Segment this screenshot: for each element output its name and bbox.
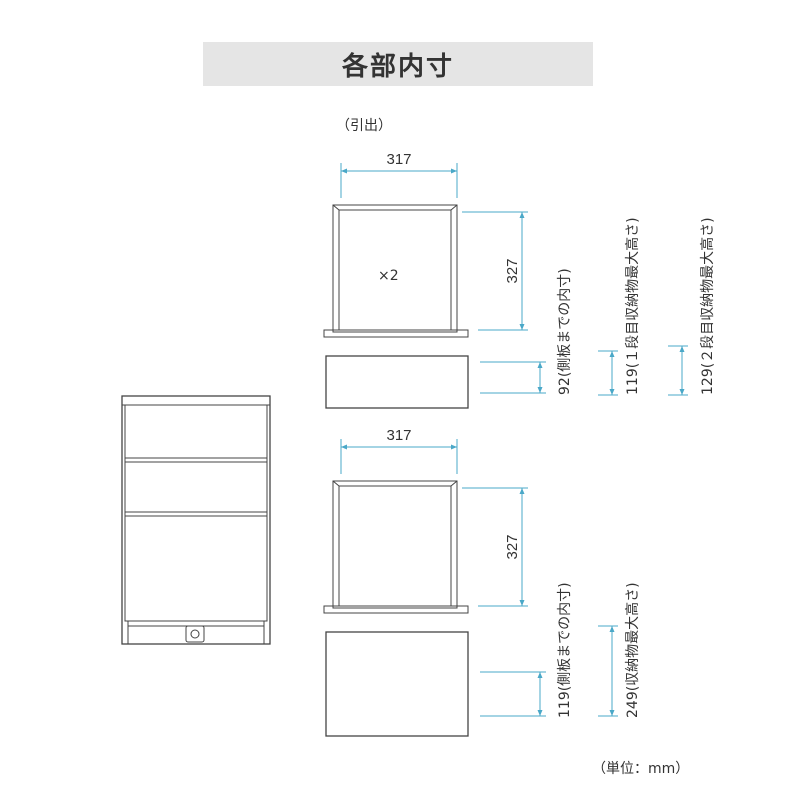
top-width-label: 317 bbox=[386, 151, 411, 168]
top-drawer-side bbox=[325, 355, 469, 409]
tier1-height-dimension: 119(１段目収納物最大高さ) bbox=[598, 217, 641, 396]
top-drawer-plan bbox=[323, 204, 469, 338]
cabinet-front-view bbox=[121, 395, 271, 645]
top-width-dimension: 317 bbox=[340, 151, 458, 198]
bottom-storage-height-label: 249(収納物最大高さ) bbox=[624, 582, 641, 718]
bottom-drawer-plan bbox=[323, 480, 469, 614]
bottom-side-height-dimension: 119(側板までの内寸) bbox=[480, 582, 573, 718]
bottom-width-dimension: 317 bbox=[340, 427, 458, 474]
page-title: 各部内寸 bbox=[341, 51, 454, 82]
drawer-note: （引出） bbox=[336, 118, 392, 134]
bottom-width-label: 317 bbox=[386, 427, 411, 444]
drawer-count-label: ×2 bbox=[378, 268, 399, 284]
bottom-side-height-label: 119(側板までの内寸) bbox=[557, 582, 573, 718]
bottom-drawer-side bbox=[325, 631, 469, 737]
top-depth-dimension: 327 bbox=[462, 211, 528, 331]
title-banner: 各部内寸 bbox=[203, 42, 593, 86]
unit-note: （単位：mm） bbox=[592, 761, 689, 777]
tier1-height-label: 119(１段目収納物最大高さ) bbox=[624, 217, 641, 395]
top-depth-label: 327 bbox=[504, 258, 521, 283]
top-side-height-dimension: 92(側板までの内寸) bbox=[480, 268, 573, 395]
bottom-storage-height-dimension: 249(収納物最大高さ) bbox=[598, 582, 641, 718]
tier2-height-dimension: 129(２段目収納物最大高さ) bbox=[668, 217, 716, 396]
tier2-height-label: 129(２段目収納物最大高さ) bbox=[699, 217, 716, 395]
top-side-height-label: 92(側板までの内寸) bbox=[557, 268, 573, 395]
bottom-depth-label: 327 bbox=[504, 534, 521, 559]
bottom-depth-dimension: 327 bbox=[462, 487, 528, 607]
